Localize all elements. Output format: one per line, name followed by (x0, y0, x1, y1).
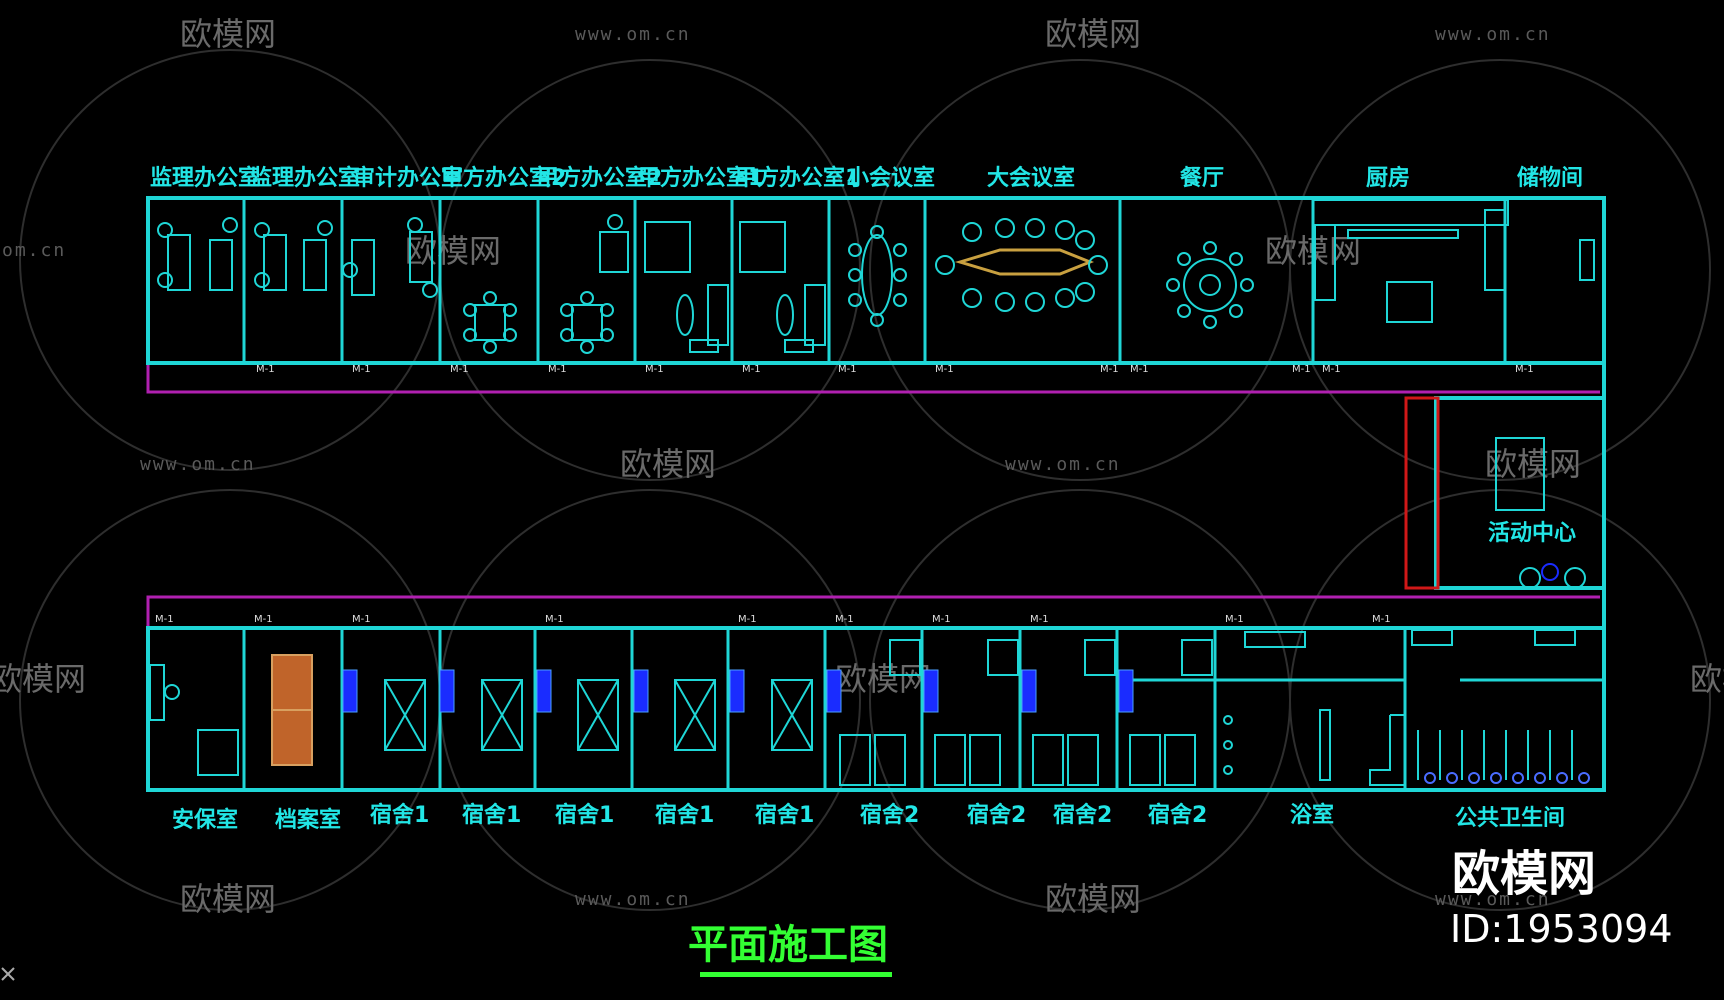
room-label: 宿舍1 (462, 802, 521, 828)
room-label: 宿舍2 (1148, 802, 1207, 828)
door-tag: M-1 (835, 614, 854, 625)
title-underline (700, 972, 892, 977)
watermark-logo: 欧模网 (180, 15, 276, 53)
corridor-lines (146, 360, 1600, 630)
bath-fixtures (1223, 631, 1406, 786)
room-label: 宿舍2 (967, 802, 1026, 828)
watermark-logo: 欧模网 (835, 660, 931, 698)
room-label: 公共卫生间 (1455, 806, 1565, 831)
door-tag: M-1 (352, 614, 371, 625)
watermark-url: www.om.cn (575, 889, 691, 910)
door-tag: M-1 (1322, 364, 1341, 375)
top-room-labels: 监理办公室 监理办公室 审计办公室 甲方办公室2 甲方办公室2 甲方办公室1 甲… (150, 165, 1583, 191)
room-label: 甲方办公室1 (638, 165, 763, 191)
watermark-logo: 欧模网 (1485, 445, 1581, 483)
restroom-fixtures (1411, 629, 1590, 784)
door-tag: M-1 (742, 364, 761, 375)
door-tag: M-1 (155, 614, 174, 625)
brand-id-text: ID:1953094 (1450, 907, 1673, 951)
door-tag: M-1 (450, 364, 469, 375)
door-tag: M-1 (645, 364, 664, 375)
room-label: 宿舍2 (860, 802, 919, 828)
room-label: 小会议室 (847, 165, 935, 191)
room-label: 监理办公室 (250, 165, 360, 191)
door-tag: M-1 (1030, 614, 1049, 625)
meeting-tables-small (463, 214, 629, 354)
dorm-wardrobes (342, 669, 1134, 713)
security-room-fixtures (149, 664, 239, 776)
room-label: 宿舍1 (555, 802, 614, 828)
brand-logo-text: 欧模网 (1452, 846, 1596, 902)
room-label: 大会议室 (987, 165, 1075, 191)
bottom-room-labels: 安保室 档案室 宿舍1 宿舍1 宿舍1 宿舍1 宿舍1 宿舍2 宿舍2 宿舍2 … (172, 802, 1565, 833)
watermark-logo: 欧模网 (1045, 880, 1141, 918)
room-label: 宿舍1 (370, 802, 429, 828)
watermark-url: om.cn (2, 240, 66, 261)
watermark-logo: 欧模网 (180, 880, 276, 918)
watermark-logo: 欧模网 (1045, 15, 1141, 53)
door-tag: M-1 (548, 364, 567, 375)
watermark-logo: 欧模网 (1690, 660, 1724, 698)
storage-fixtures (1579, 239, 1595, 281)
bottom-partitions (242, 628, 1604, 790)
door-tag: M-1 (932, 614, 951, 625)
room-label: 监理办公室 (150, 165, 260, 191)
room-label: 厨房 (1366, 165, 1410, 191)
close-icon (1, 967, 15, 981)
watermark-logo: 欧模网 (405, 232, 501, 270)
dorm-beds (384, 639, 1213, 786)
room-label: 甲方办公室2 (537, 165, 662, 191)
watermark-url: www.om.cn (575, 24, 691, 45)
kitchen-fixtures (1312, 199, 1509, 323)
room-label: 储物间 (1517, 165, 1583, 191)
door-tag: M-1 (838, 364, 857, 375)
door-tag: M-1 (1225, 614, 1244, 625)
archive-cabinets (271, 654, 313, 766)
room-label: 审计办公室 (353, 165, 463, 191)
door-tag: M-1 (1515, 364, 1534, 375)
door-tag: M-1 (738, 614, 757, 625)
dining-table (1166, 241, 1254, 329)
watermark-logo: 欧模网 (620, 445, 716, 483)
door-tag: M-1 (1130, 364, 1149, 375)
room-label-activity-center: 活动中心 (1488, 521, 1576, 546)
door-tag: M-1 (254, 614, 273, 625)
room-label: 甲方办公室2 (441, 165, 566, 191)
drawing-title: 平面施工图 (688, 921, 888, 968)
watermark-logo: 欧模网 (0, 660, 86, 698)
room-label: 宿舍2 (1053, 802, 1112, 828)
activity-center-entry (1404, 396, 1440, 590)
door-tag: M-1 (256, 364, 275, 375)
watermark-url: www.om.cn (1005, 454, 1121, 475)
door-tag: M-1 (1292, 364, 1311, 375)
watermark-url: www.om.cn (1435, 889, 1551, 910)
activity-center-fixtures (1495, 437, 1586, 589)
door-tag: M-1 (352, 364, 371, 375)
executive-offices (644, 221, 826, 353)
small-meeting-table (848, 225, 907, 327)
room-label: 餐厅 (1180, 166, 1224, 191)
room-label: 甲方办公室1 (735, 165, 860, 191)
office-desks (157, 217, 438, 298)
room-label: 档案室 (275, 807, 341, 833)
watermark-url: www.om.cn (1435, 24, 1551, 45)
door-tag: M-1 (1100, 364, 1119, 375)
door-tag: M-1 (935, 364, 954, 375)
building-walls (146, 196, 1606, 792)
door-tag: M-1 (1372, 614, 1391, 625)
room-label: 宿舍1 (655, 802, 714, 828)
large-meeting-table (935, 218, 1108, 312)
door-tags: M-1 M-1 M-1 M-1 M-1 M-1 M-1 M-1 M-1 M-1 … (155, 364, 1534, 625)
watermark-url: www.om.cn (140, 454, 256, 475)
door-tag: M-1 (545, 614, 564, 625)
room-label: 宿舍1 (755, 802, 814, 828)
room-label: 安保室 (172, 807, 238, 833)
room-label: 浴室 (1290, 802, 1334, 828)
